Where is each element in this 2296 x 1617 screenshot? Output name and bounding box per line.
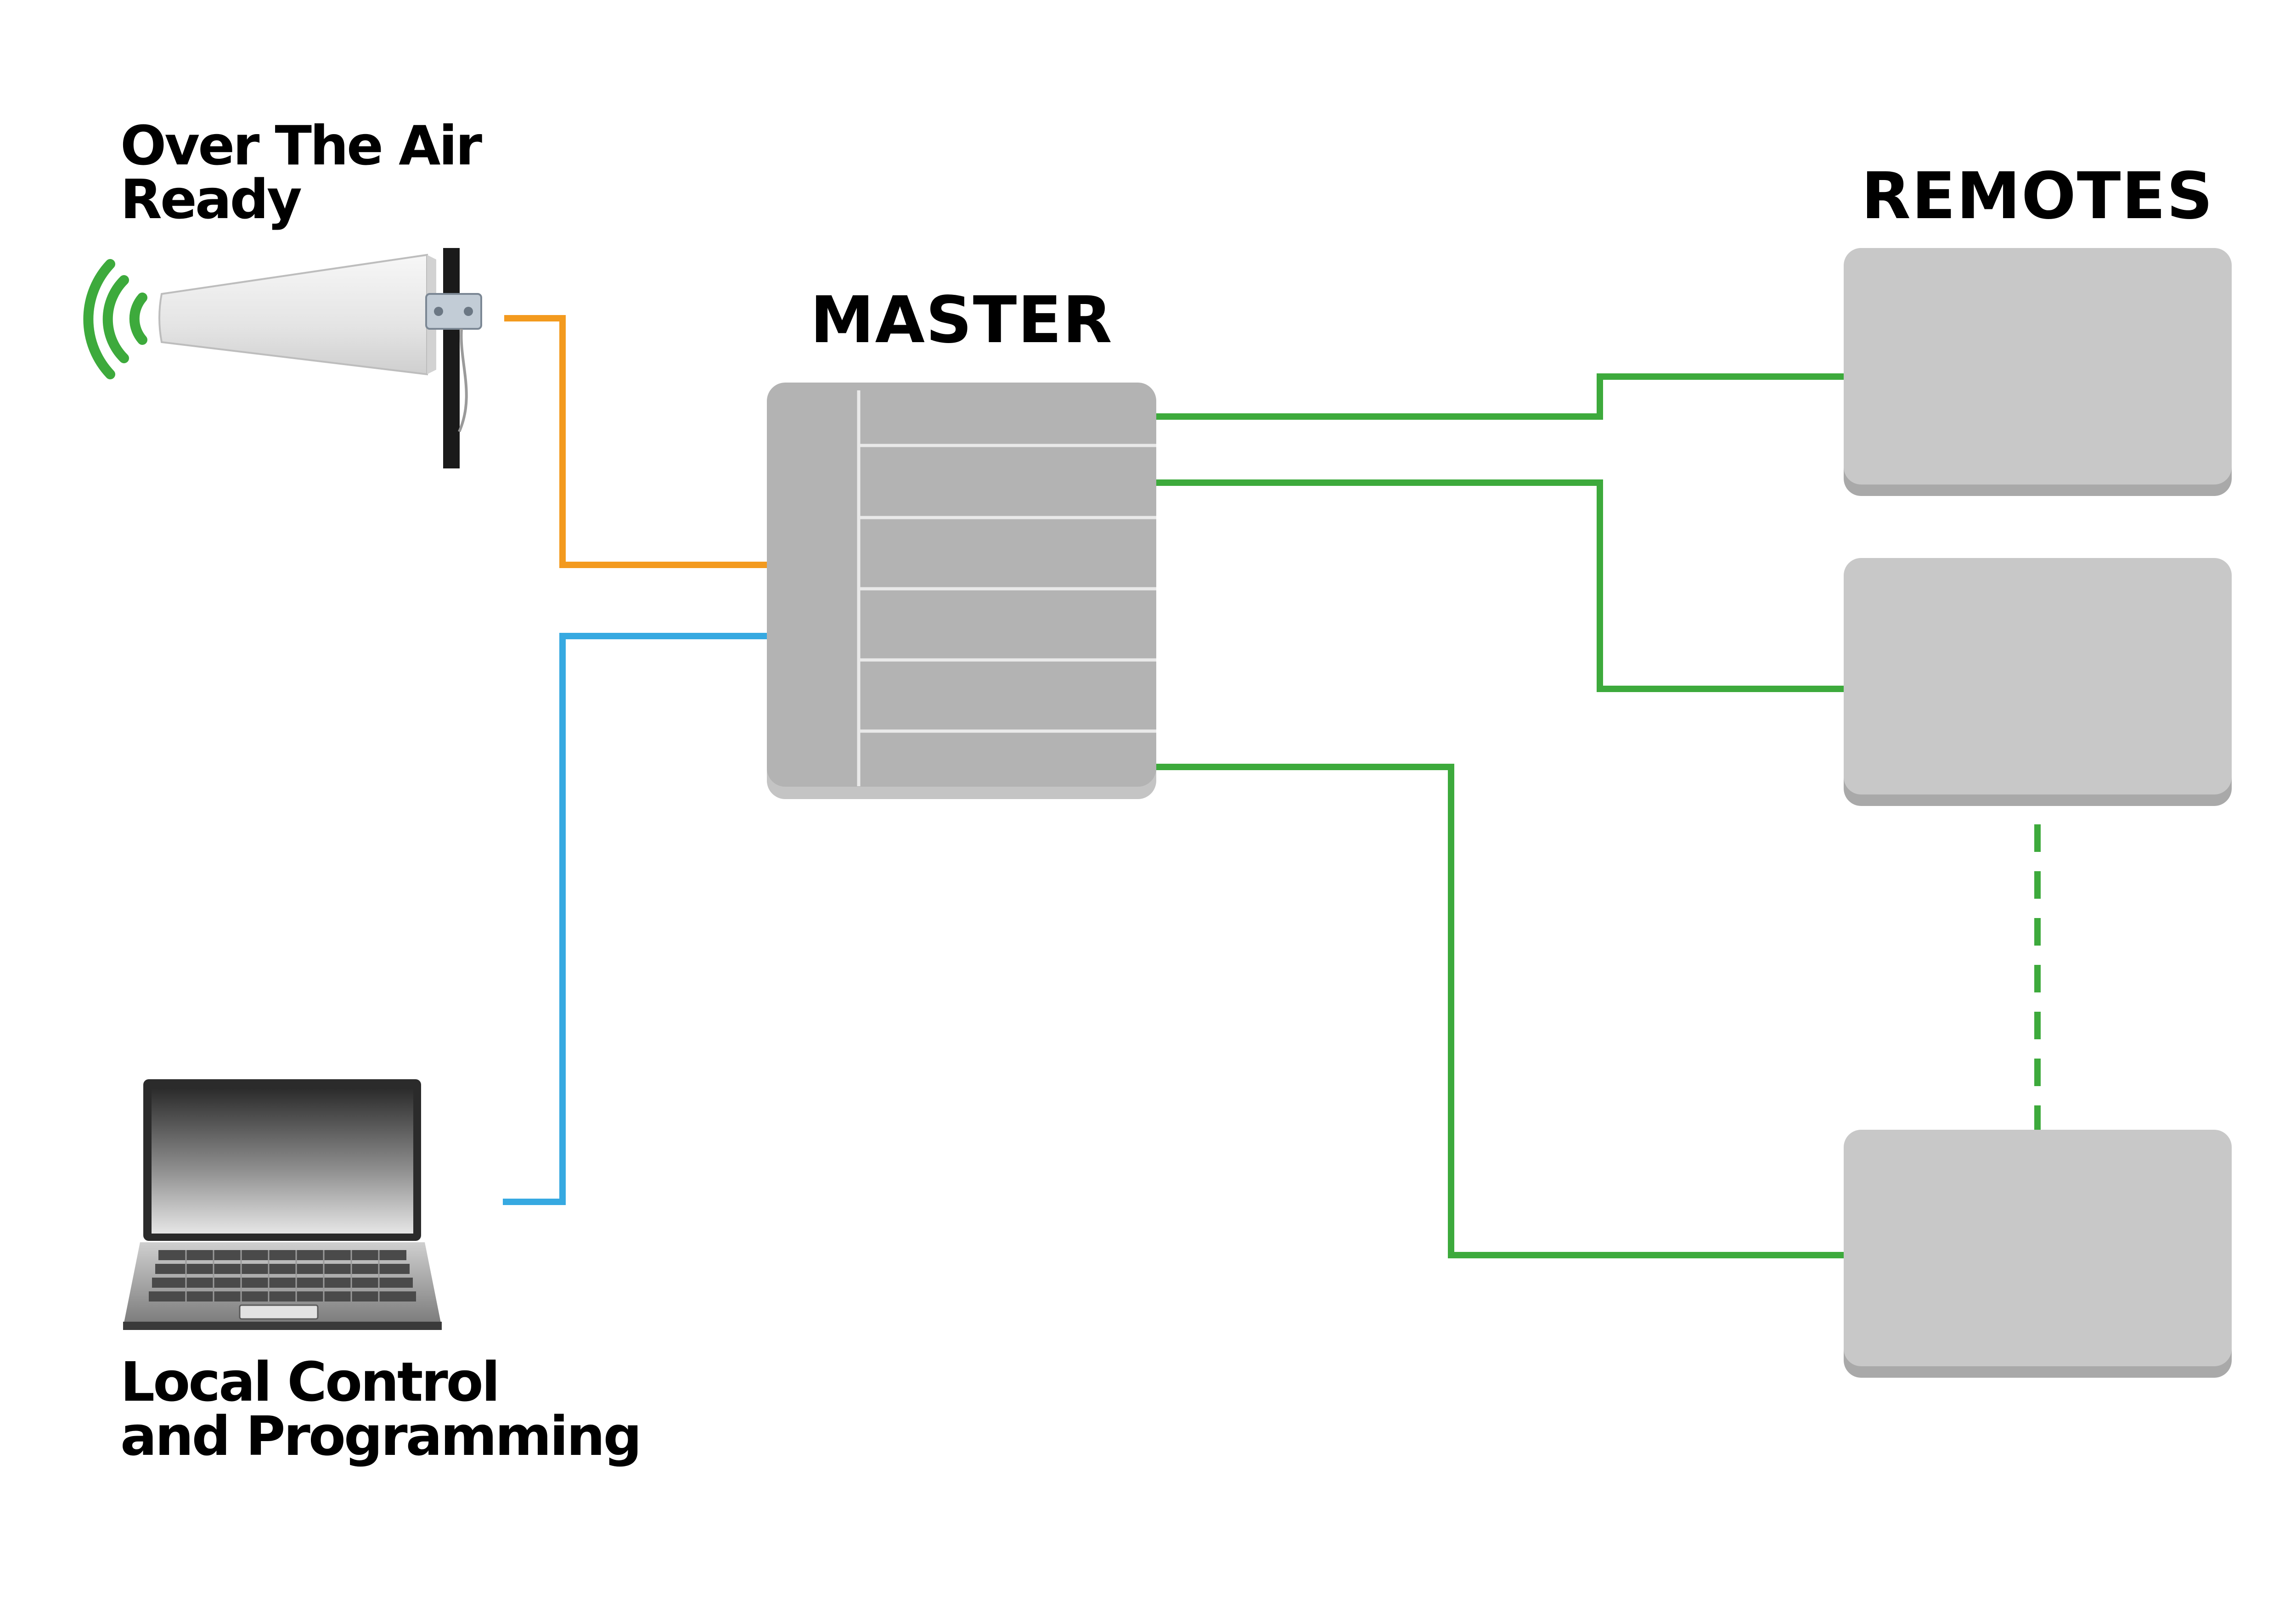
master-unit — [767, 383, 1156, 799]
remote-1-link — [1156, 373, 1844, 420]
wireless-signal-icon — [83, 259, 147, 379]
remote-unit-2 — [1844, 558, 2232, 806]
master-slots — [859, 444, 1156, 733]
connections — [503, 315, 2041, 1258]
laptop-link — [503, 633, 767, 1205]
remote-unit-3 — [1844, 1130, 2232, 1378]
antenna-label-line2: Ready — [120, 168, 301, 231]
remote-unit-1 — [1844, 248, 2232, 496]
antenna-label-line1: Over The Air — [120, 114, 482, 177]
remote-3-link — [1156, 764, 1844, 1258]
remotes-label: REMOTES — [1861, 159, 2214, 234]
antenna-icon — [83, 248, 482, 468]
master-label: MASTER — [810, 283, 1113, 358]
laptop-icon — [123, 1079, 442, 1330]
antenna-link — [504, 315, 767, 568]
remote-2-link — [1156, 479, 1844, 692]
laptop-label-line2: and Programming — [120, 1404, 640, 1468]
laptop-label-line1: Local Control — [120, 1350, 498, 1414]
